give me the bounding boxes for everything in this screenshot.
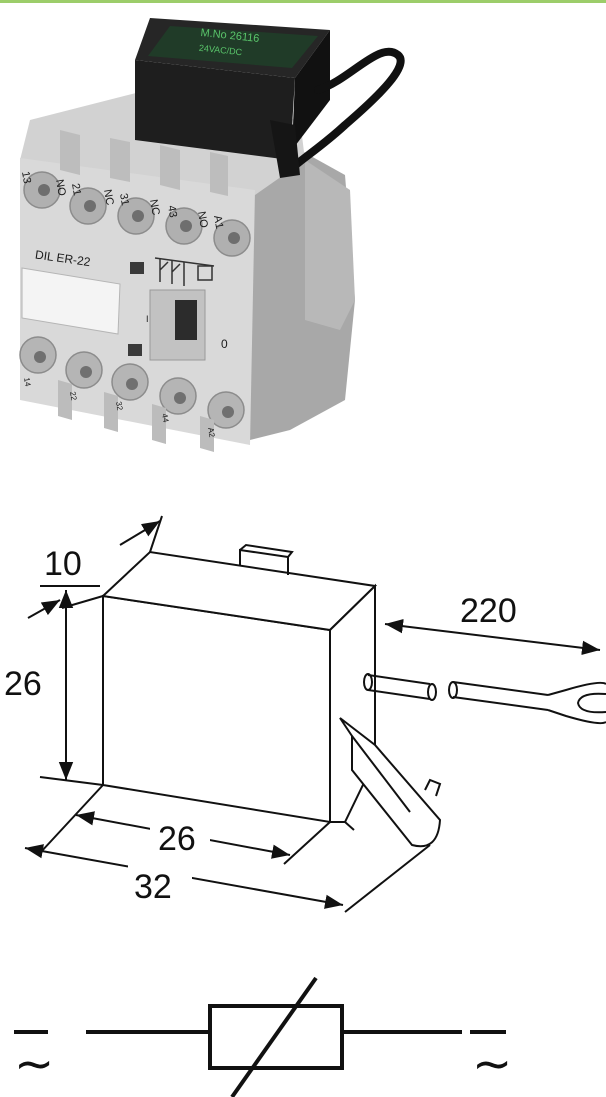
module-label-line2: 24VAC/DC [198,43,243,58]
terminal-label-21: 21 [69,182,83,196]
dim-line-depth-a [119,520,161,546]
symbol-varistor-slash [230,976,318,1097]
dim-height-value: 26 [4,665,42,703]
terminal-label-a1: A1 [211,214,225,229]
suppressor-module-side [292,30,330,150]
switch-label-off: 0 [221,337,228,351]
terminal-label-14: 14 [22,377,33,388]
symbol-terminal-right: ~ [472,1036,512,1092]
terminal-label-32: 32 [114,401,125,412]
suppressor-label-area [148,26,318,68]
terminal-label-44: 44 [160,413,171,424]
terminal-label-13: 13 [19,170,33,184]
dim-width-inner-value: 26 [158,820,196,858]
terminal-label-31: 31 [117,192,131,206]
contactor-rail [305,160,355,330]
symbol-terminal-left: ~ [14,1036,54,1092]
dim-line-cable [384,619,601,655]
top-accent-bar [0,0,606,3]
dim-depth-value: 10 [44,545,82,583]
terminal-label-43: 43 [165,204,179,218]
dim-line-depth-b [27,599,61,619]
terminal-label-a2: A2 [206,427,217,439]
dim-cable-length-value: 220 [460,592,517,630]
switch-label-on: I [146,314,149,324]
suppressor-module-front [135,60,295,160]
suppressor-cable [286,47,405,174]
symbol-resistor-body [208,1004,344,1070]
label-plate [21,267,121,335]
terminal-label-no-1: NO [53,178,68,197]
terminal-label-22: 22 [68,391,79,402]
terminal-label-nc-2: NC [147,198,162,216]
dim-width-total-value: 32 [134,868,172,906]
terminal-label-no-2: NO [195,210,210,229]
terminal-label-nc-1: NC [101,188,116,206]
